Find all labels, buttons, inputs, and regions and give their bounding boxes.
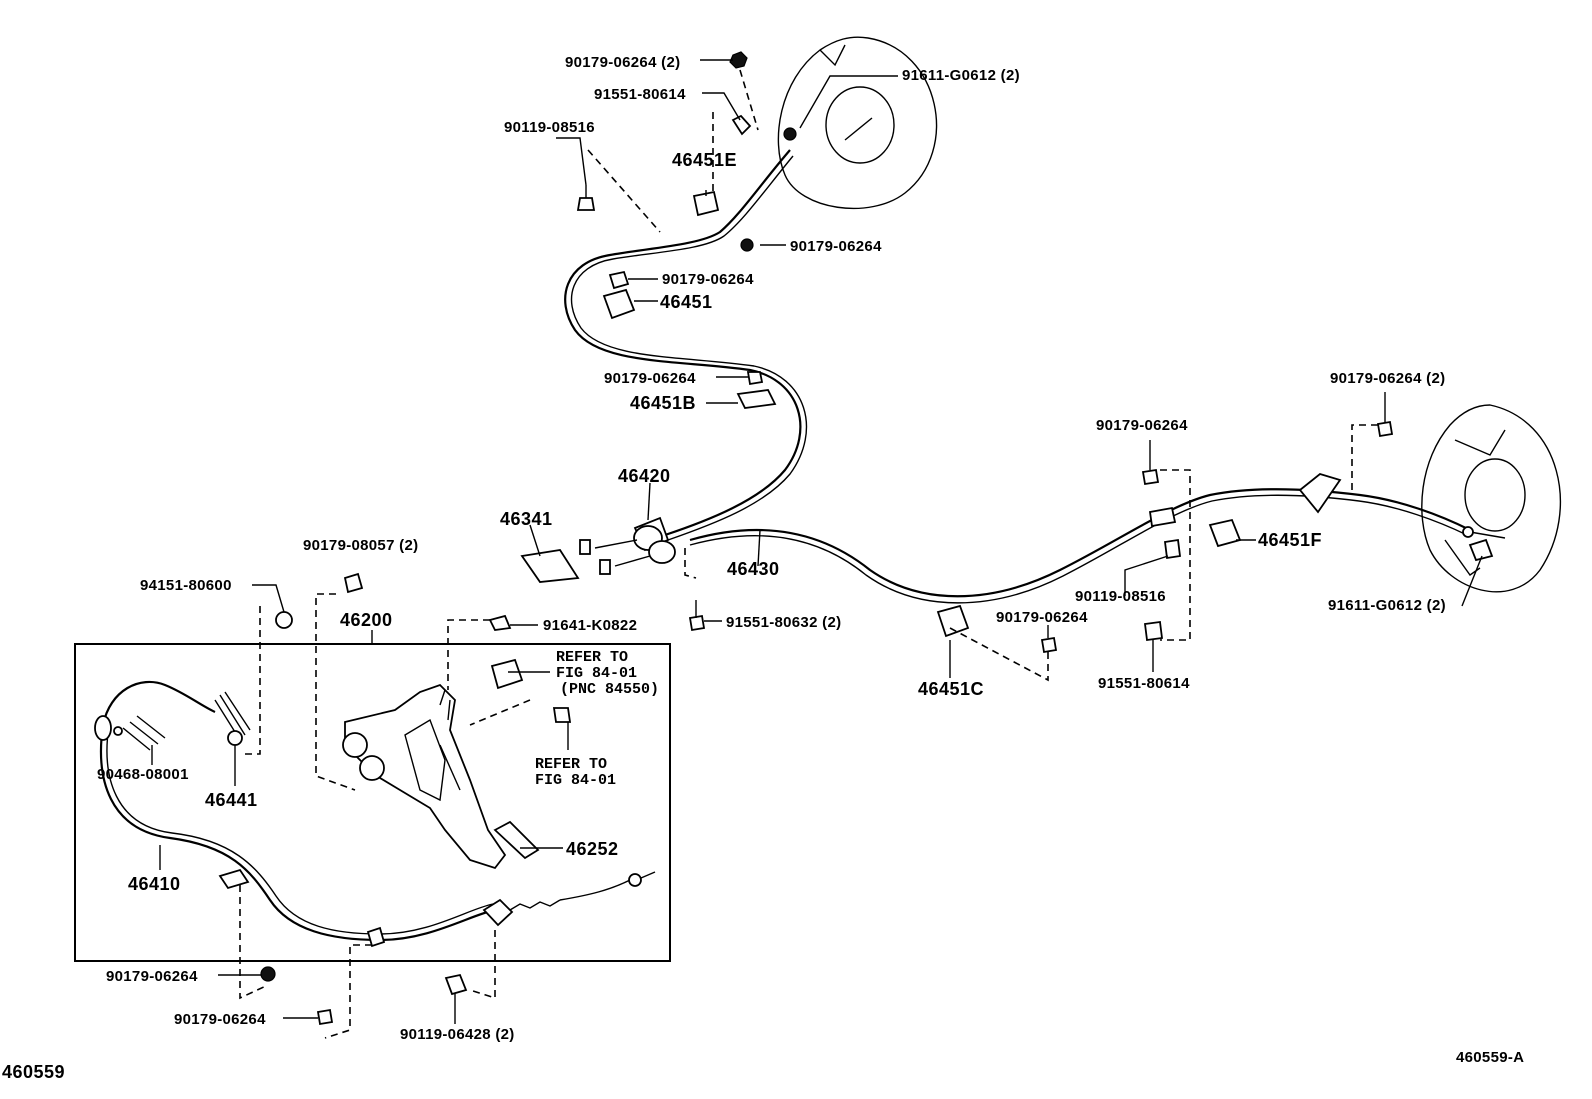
rear-cable-left-46420 bbox=[564, 149, 808, 555]
label-46341: 46341 bbox=[500, 509, 553, 529]
label-46441: 46441 bbox=[205, 790, 258, 810]
label-90179-06264-c: 90179-06264 bbox=[604, 370, 696, 387]
leader-lines bbox=[151, 59, 1483, 1024]
label-90179-08057-2: 90179-08057 (2) bbox=[303, 537, 418, 554]
refer-note-2-line2: FIG 84-01 bbox=[535, 772, 616, 789]
label-90179-06264-a: 90179-06264 bbox=[790, 238, 882, 255]
fasteners bbox=[227, 51, 1494, 1026]
label-46410: 46410 bbox=[128, 874, 181, 894]
label-91551-80632-2: 91551-80632 (2) bbox=[726, 614, 841, 631]
label-91641-k0822: 91641-K0822 bbox=[543, 617, 637, 634]
refer-note-2-line1: REFER TO bbox=[535, 756, 607, 773]
refer-note-1-line1: REFER TO bbox=[556, 649, 628, 666]
label-90119-08516-top: 90119-08516 bbox=[504, 119, 595, 136]
pedal-pad-46252 bbox=[493, 820, 540, 860]
label-90179-06264-g: 90179-06264 bbox=[996, 609, 1088, 626]
label-90468-08001: 90468-08001 bbox=[97, 766, 189, 783]
brake-backing-plate-right bbox=[1421, 404, 1561, 593]
label-91611-g0612-2-top: 91611-G0612 (2) bbox=[902, 67, 1020, 84]
label-90179-06264-b: 90179-06264 bbox=[662, 271, 754, 288]
return-spring-90468 bbox=[113, 715, 166, 751]
label-90179-06264-d: 90179-06264 bbox=[106, 968, 198, 985]
figure-code-right: 460559-A bbox=[1456, 1049, 1524, 1066]
label-46451: 46451 bbox=[660, 292, 713, 312]
label-91611-g0612-2-right: 91611-G0612 (2) bbox=[1328, 597, 1446, 614]
label-46451f: 46451F bbox=[1258, 530, 1322, 550]
label-90119-08516-right: 90119-08516 bbox=[1075, 588, 1166, 605]
parking-brake-pedal-46200 bbox=[342, 683, 507, 870]
label-90179-06264-e: 90179-06264 bbox=[174, 1011, 266, 1028]
label-90119-06428-2: 90119-06428 (2) bbox=[400, 1026, 515, 1043]
refer-note-1-line3: (PNC 84550) bbox=[560, 681, 659, 698]
refer-note-1-line2: FIG 84-01 bbox=[556, 665, 637, 682]
label-94151-80600: 94151-80600 bbox=[140, 577, 232, 594]
dashed-leaders bbox=[239, 69, 1378, 1039]
label-91551-80614-right: 91551-80614 bbox=[1098, 675, 1190, 692]
label-90179-06264-2-right: 90179-06264 (2) bbox=[1330, 370, 1445, 387]
rear-cable-right-46430 bbox=[599, 488, 1506, 604]
brake-backing-plate-upper bbox=[777, 36, 938, 210]
figure-code-left: 460559 bbox=[2, 1062, 65, 1082]
label-46200: 46200 bbox=[340, 610, 393, 630]
label-46252: 46252 bbox=[566, 839, 619, 859]
label-90179-06264-2-top: 90179-06264 (2) bbox=[565, 54, 680, 71]
label-46451c: 46451C bbox=[918, 679, 984, 699]
label-46451b: 46451B bbox=[630, 393, 696, 413]
front-cable-46410 bbox=[94, 680, 656, 948]
label-91551-80614-top: 91551-80614 bbox=[594, 86, 686, 103]
label-46451e: 46451E bbox=[672, 150, 737, 170]
label-46430: 46430 bbox=[727, 559, 780, 579]
label-90179-06264-f: 90179-06264 bbox=[1096, 417, 1188, 434]
label-46420: 46420 bbox=[618, 466, 671, 486]
